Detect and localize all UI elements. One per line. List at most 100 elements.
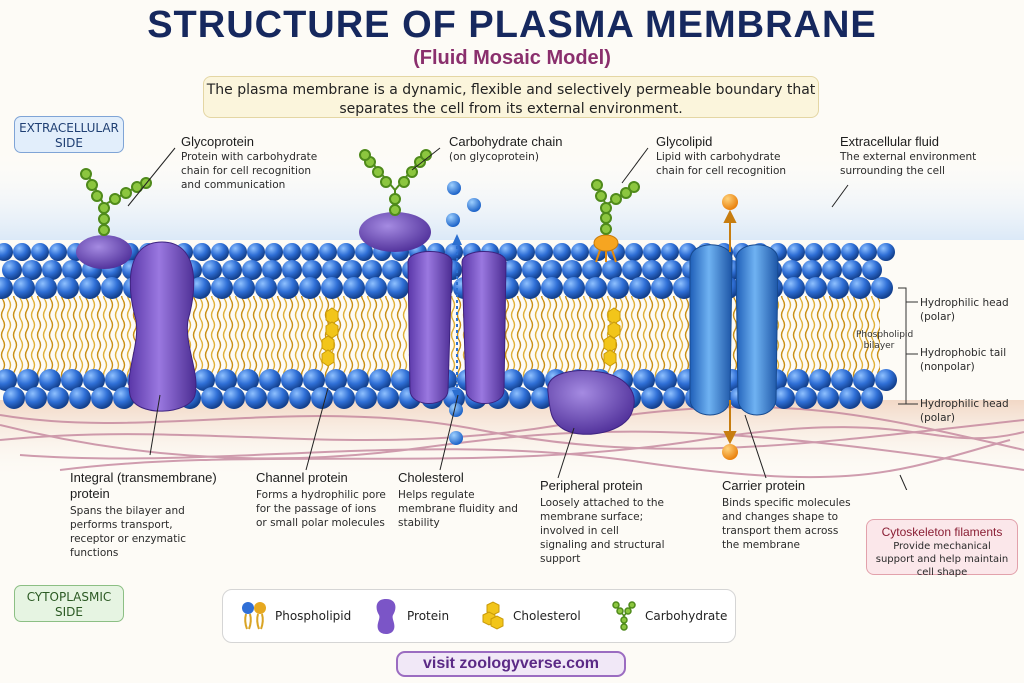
hydrophilic-head-bottom-label: Hydrophilic head (polar) xyxy=(920,397,1020,425)
hydrophobic-tail-title: Hydrophobic tail xyxy=(920,347,1007,359)
hydrophilic-head-top-desc: (polar) xyxy=(920,311,955,323)
hydrophilic-head-top-title: Hydrophilic head xyxy=(920,297,1009,309)
intro-box: The plasma membrane is a dynamic, flexib… xyxy=(203,76,819,118)
peripheral-protein-desc: Loosely attached to the membrane surface… xyxy=(540,497,665,565)
phospholipid-head xyxy=(629,277,651,299)
legend-label: Cholesterol xyxy=(513,609,581,623)
phospholipid-head xyxy=(262,260,282,280)
phospholipid-head xyxy=(265,243,283,261)
phospholipid-head xyxy=(787,243,805,261)
phospholipid-head xyxy=(805,243,823,261)
phospholipid-head xyxy=(501,369,523,391)
glycolipid-title: Glycolipid xyxy=(656,134,713,149)
phospholipid-head xyxy=(831,369,853,391)
phospholipid-head xyxy=(193,369,215,391)
hydrophilic-head-bottom-title: Hydrophilic head xyxy=(920,398,1009,410)
phospholipid-head xyxy=(842,260,862,280)
cholesterol-molecules xyxy=(321,307,621,367)
phospholipid-head xyxy=(782,260,802,280)
phospholipid-head xyxy=(237,369,259,391)
phospholipid-head xyxy=(802,260,822,280)
phospholipid-head xyxy=(311,387,333,409)
phospholipid-head xyxy=(369,369,391,391)
integral-protein-desc: Spans the bilayer and performs transport… xyxy=(70,505,187,559)
extracellular-side-label: EXTRACELLULAR SIDE xyxy=(14,116,124,153)
phospholipid-head xyxy=(522,260,542,280)
channel-protein-desc: Forms a hydrophilic pore for the passage… xyxy=(256,489,386,529)
phospholipid-head xyxy=(247,243,265,261)
phospholipid-head xyxy=(531,387,553,409)
phospholipid-head xyxy=(222,260,242,280)
phospholipid-head xyxy=(391,369,413,391)
phospholipid-head xyxy=(201,387,223,409)
phospholipid-head xyxy=(783,277,805,299)
phospholipid-head xyxy=(571,243,589,261)
cytoplasmic-side-label: CYTOPLASMIC SIDE xyxy=(14,585,124,622)
peripheral-protein-shape xyxy=(547,370,635,435)
cytoskeleton-filaments xyxy=(0,405,1024,479)
phospholipid-head xyxy=(862,260,882,280)
phospholipid-head xyxy=(303,369,325,391)
cholesterol-label: Cholesterol Helps regulate membrane flui… xyxy=(398,470,528,530)
phospholipid-head xyxy=(661,243,679,261)
phospholipid-head xyxy=(382,260,402,280)
channel-protein-title: Channel protein xyxy=(256,470,348,485)
phospholipid-head xyxy=(215,369,237,391)
phospholipid-head xyxy=(841,243,859,261)
phospholipid-head xyxy=(211,243,229,261)
phospholipid-head xyxy=(2,260,22,280)
phospholipid-head xyxy=(267,387,289,409)
phospholipid-head xyxy=(365,277,387,299)
phospholipid-head xyxy=(355,243,373,261)
phospholipid-head xyxy=(25,387,47,409)
hydrophilic-head-bottom-desc: (polar) xyxy=(920,412,955,424)
phospholipid-head xyxy=(871,277,893,299)
extracellular-fluid-label: Extracellular fluid The external environ… xyxy=(840,134,1015,178)
glycoprotein-label: Glycoprotein Protein with carbohydrate c… xyxy=(181,134,331,192)
cholesterol-icon xyxy=(482,601,504,630)
phospholipid-head xyxy=(625,243,643,261)
phospholipid-head xyxy=(509,387,531,409)
phospholipid-head xyxy=(839,387,861,409)
phospholipid-head xyxy=(13,243,31,261)
phospholipid-head xyxy=(773,387,795,409)
phospholipid-head xyxy=(622,260,642,280)
integral-protein-shape xyxy=(128,241,197,412)
phospholipid-head xyxy=(325,369,347,391)
phospholipid-head xyxy=(42,260,62,280)
legend-item-protein: Protein xyxy=(373,590,449,642)
phospholipid-head xyxy=(242,260,262,280)
extracellular-fluid-desc: The external environment surrounding the… xyxy=(840,151,977,177)
phospholipid-head xyxy=(0,369,17,391)
cholesterol-desc: Helps regulate membrane fluidity and sta… xyxy=(398,489,518,529)
ions xyxy=(446,181,481,445)
phospholipid-head xyxy=(39,369,61,391)
phospholipid-head xyxy=(342,260,362,280)
phospholipid-head xyxy=(853,369,875,391)
membrane-diagram xyxy=(0,147,1024,490)
legend-label: Carbohydrate xyxy=(645,609,728,623)
phospholipid-head xyxy=(787,369,809,391)
glycoprotein-desc: Protein with carbohydrate chain for cell… xyxy=(181,151,318,191)
glycoprotein-shape xyxy=(76,235,132,269)
phospholipid-head xyxy=(602,260,622,280)
legend-item-cholesterol: Cholesterol xyxy=(481,590,581,642)
phospholipid-head xyxy=(861,387,883,409)
phospholipid-head xyxy=(337,243,355,261)
carrier-protein-right xyxy=(735,244,779,416)
hydrophilic-head-top-label: Hydrophilic head (polar) xyxy=(920,296,1020,324)
protein-icon xyxy=(376,599,396,634)
phospholipid-head xyxy=(101,277,123,299)
footer-link[interactable]: visit zoologyverse.com xyxy=(396,651,626,677)
phospholipid-head xyxy=(563,277,585,299)
peripheral-protein-label: Peripheral protein Loosely attached to t… xyxy=(540,478,665,566)
carrier-protein-left xyxy=(689,244,733,416)
phospholipid-head xyxy=(347,369,369,391)
phospholipid-head xyxy=(502,260,522,280)
carrier-arrows xyxy=(723,209,737,445)
phospholipid-head xyxy=(189,277,211,299)
phospholipid-head xyxy=(387,277,409,299)
phospholipid-head xyxy=(35,277,57,299)
phospholipid-head xyxy=(223,387,245,409)
phospholipid-head xyxy=(535,243,553,261)
